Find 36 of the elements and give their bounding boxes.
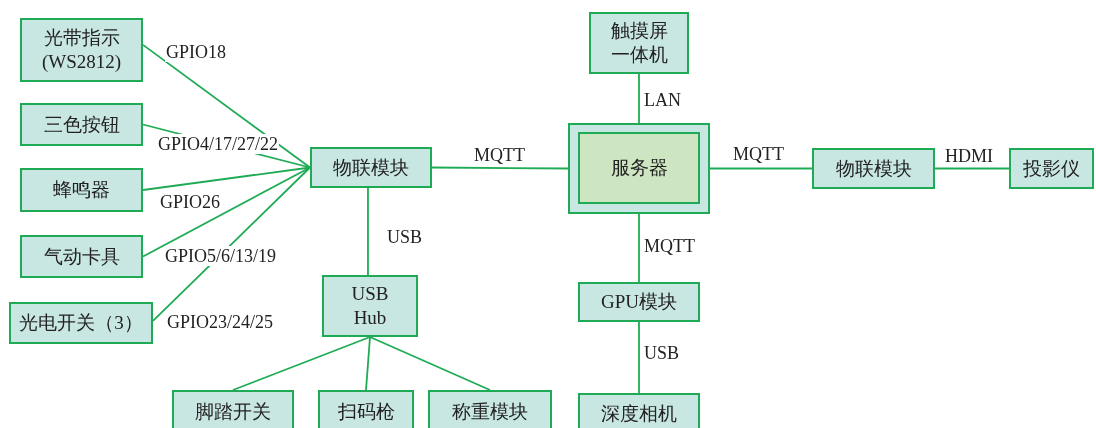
connector-line: [431, 166, 569, 170]
device-box: 气动卡具: [20, 235, 143, 278]
hub-box: USB Hub: [322, 275, 418, 337]
edge-label: MQTT: [732, 144, 785, 164]
module-box: GPU模块: [578, 282, 700, 322]
device-box: 称重模块: [428, 390, 552, 428]
server-box: 服务器: [578, 132, 700, 204]
device-box: 深度相机: [578, 393, 700, 428]
module-box: 物联模块: [812, 148, 935, 189]
edge-label: GPIO5/6/13/19: [164, 246, 277, 266]
device-box: 触摸屏一体机: [589, 12, 689, 74]
connector-line: [638, 73, 640, 124]
device-box: 蜂鸣器: [20, 168, 143, 212]
edge-label: GPIO4/17/27/22: [157, 134, 279, 154]
device-box: 光电开关（3）: [9, 302, 153, 344]
device-box: 脚踏开关: [172, 390, 294, 428]
connector-line: [709, 167, 813, 170]
server-frame: [568, 123, 710, 214]
connector-line: [142, 166, 311, 258]
device-box: 光带指示(WS2812): [20, 18, 143, 82]
edge-label: MQTT: [473, 145, 526, 165]
connector-line: [142, 166, 311, 191]
module-box: 物联模块: [310, 147, 432, 188]
connector-line: [638, 213, 640, 283]
connector-line: [369, 336, 491, 391]
edge-label: GPIO18: [165, 42, 227, 62]
edge-label: MQTT: [643, 236, 696, 256]
connector-line: [365, 336, 371, 391]
connector-line: [142, 44, 311, 169]
device-box: 投影仪: [1009, 148, 1094, 189]
connector-line: [638, 321, 640, 394]
connector-line: [232, 336, 371, 391]
device-box: 三色按钮: [20, 103, 143, 146]
connector-line: [934, 167, 1010, 170]
device-box: 扫码枪: [318, 390, 414, 428]
connector-line: [367, 187, 369, 276]
